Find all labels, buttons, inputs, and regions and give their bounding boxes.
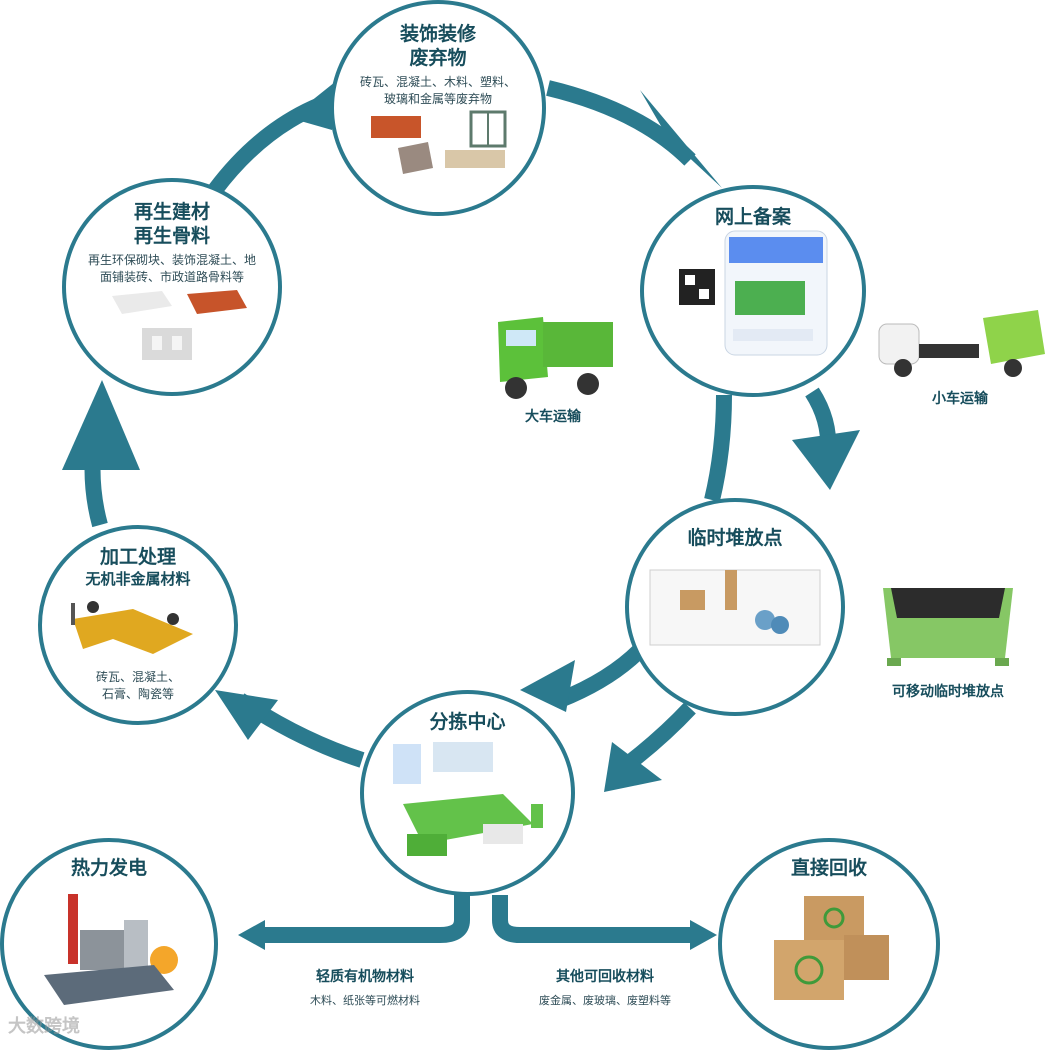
node-desc-line1: 再生环保砌块、装饰混凝土、地: [87, 253, 256, 267]
big-truck-label: 大车运输: [525, 409, 581, 425]
node-sorting-center: 分拣中心: [360, 690, 575, 896]
assembly-line-icon: [71, 601, 193, 654]
arrowhead-direct: [690, 920, 717, 950]
node-online-registration: 网上备案: [640, 185, 866, 397]
small-truck-icon: [878, 310, 1045, 377]
node-temporary-storage: 临时堆放点: [625, 498, 845, 716]
node-title: 分拣中心: [429, 711, 506, 733]
big-truck-transport: 大车运输: [478, 302, 628, 426]
other-recyclable-label: 其他可回收材料 废金属、废玻璃、废塑料等: [510, 966, 700, 1008]
building-blocks-icon: [112, 290, 247, 360]
node-recycled-materials: 再生建材 再生骨料 再生环保砌块、装饰混凝土、地 面铺装砖、市政道路骨料等: [62, 178, 282, 396]
node-desc-line2: 玻璃和金属等废弃物: [383, 92, 492, 106]
other-recyclable-title: 其他可回收材料: [556, 969, 654, 985]
node-processing: 加工处理 无机非金属材料 砖瓦、混凝土、 石膏、陶瓷等: [38, 525, 238, 725]
node-title-line1: 装饰装修: [399, 23, 476, 45]
arrow-temp-to-sorting: [557, 644, 646, 708]
power-plant-icon: [44, 894, 178, 1005]
mobile-temp-storage-label: 可移动临时堆放点: [892, 684, 1004, 700]
node-decoration-waste: 装饰装修 废弃物 砖瓦、混凝土、木料、塑料、 玻璃和金属等废弃物: [330, 0, 546, 216]
arrowhead-sorting-2: [604, 742, 662, 792]
node-title-line1: 再生建材: [133, 201, 210, 223]
node-thermal-power: 热力发电: [0, 838, 218, 1050]
node-title-line2: 废弃物: [409, 47, 467, 69]
node-desc-line1: 砖瓦、混凝土、: [95, 670, 180, 684]
node-title: 直接回收: [790, 857, 867, 879]
node-title: 网上备案: [714, 206, 791, 228]
watermark-logo: 大数跨境: [8, 1016, 80, 1037]
phone-app-icon: [679, 230, 828, 356]
node-direct-recycling: 直接回收: [718, 838, 940, 1050]
node-desc-line2: 石膏、陶瓷等: [101, 687, 174, 701]
arrowhead-temp: [792, 430, 860, 490]
arrowhead-online: [640, 90, 722, 188]
light-organic-label: 轻质有机物材料 木料、纸张等可燃材料: [270, 966, 460, 1008]
node-desc-line2: 面铺装砖、市政道路骨料等: [99, 270, 244, 284]
waste-materials-icon: [371, 110, 507, 174]
mobile-container-icon: [883, 588, 1013, 666]
arrowhead-waste: [290, 78, 340, 130]
arrow-sorting-to-direct: [492, 895, 695, 943]
node-title: 临时堆放点: [687, 527, 783, 549]
light-organic-title: 轻质有机物材料: [316, 969, 414, 985]
node-desc-line1: 砖瓦、混凝土、木料、塑料、: [359, 75, 516, 89]
storage-area-icon: [649, 569, 821, 646]
mobile-temp-storage: 可移动临时堆放点: [848, 578, 1048, 701]
small-truck-transport: 小车运输: [870, 310, 1050, 408]
arrowhead-thermal: [238, 920, 265, 950]
other-recyclable-desc: 废金属、废玻璃、废塑料等: [539, 994, 671, 1007]
big-truck-icon: [498, 317, 613, 399]
arrow-waste-to-online: [546, 80, 696, 166]
cardboard-boxes-icon: [774, 896, 889, 1000]
light-organic-desc: 木料、纸张等可燃材料: [310, 994, 420, 1007]
node-subtitle: 无机非金属材料: [85, 570, 191, 588]
arrowhead-sorting: [520, 660, 575, 712]
node-title-line2: 再生骨料: [133, 225, 210, 247]
arrow-sorting-to-thermal: [260, 895, 470, 943]
sorting-facility-icon: [392, 742, 543, 856]
node-title: 加工处理: [99, 546, 176, 568]
arrowhead-processing: [215, 690, 278, 740]
node-title: 热力发电: [70, 857, 147, 879]
small-truck-label: 小车运输: [932, 391, 988, 407]
arrow-online-down: [704, 394, 732, 502]
arrowhead-recycled: [62, 380, 140, 470]
